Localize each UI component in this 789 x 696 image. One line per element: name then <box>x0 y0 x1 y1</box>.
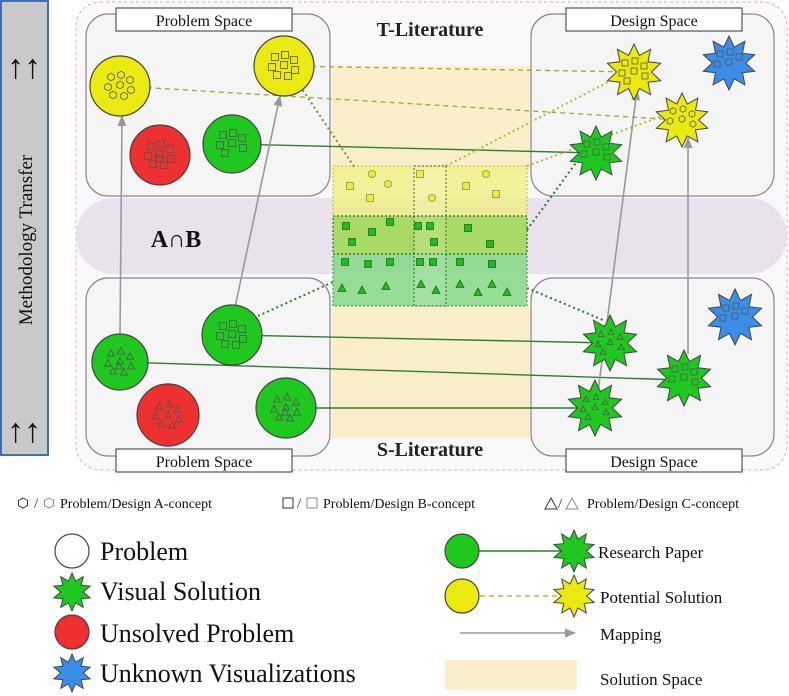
square-icon <box>306 497 318 509</box>
solution-star-green-1 <box>582 313 638 373</box>
problem-node-green-c-1 <box>91 333 149 391</box>
research-paper-circle-icon <box>444 533 480 569</box>
concept-c-label: Problem/Design C-concept <box>587 497 739 512</box>
research-paper-star-icon <box>552 528 596 574</box>
solution-space-top <box>332 66 530 172</box>
legend-unknown-visualizations-label: Unknown Visualizations <box>100 659 356 688</box>
unsolved-problem-legend-icon <box>54 614 90 650</box>
concept-grid <box>332 165 528 307</box>
legend: Problem Visual Solution Unsolved Problem… <box>52 528 723 694</box>
svg-text:Design Space: Design Space <box>610 13 698 30</box>
top-design-panel <box>530 13 775 197</box>
legend-potential-solution-label: Potential Solution <box>600 588 723 607</box>
intersection-label: A∩B <box>151 227 202 253</box>
solution-star-green-2 <box>656 348 712 408</box>
concept-b-label: Problem/Design B-concept <box>323 497 475 512</box>
s-literature-label: S-Literature <box>377 439 483 461</box>
bottom-design-title: Design Space <box>565 448 743 473</box>
svg-text:Problem Space: Problem Space <box>156 454 252 471</box>
problem-node-yellow-b <box>253 35 315 97</box>
square-icon <box>282 497 294 509</box>
legend-solution-space-label: Solution Space <box>600 670 702 689</box>
svg-text:/: / <box>34 496 39 512</box>
problem-legend-icon <box>54 533 90 569</box>
sidebar-label: Methodology Transfer <box>16 154 37 325</box>
legend-research-paper-label: Research Paper <box>598 543 704 562</box>
diagram-nodes <box>89 34 763 447</box>
problem-node-green-c-2 <box>255 377 317 439</box>
legend-unsolved-problem-label: Unsolved Problem <box>100 619 294 648</box>
concept-a-label: Problem/Design A-concept <box>60 497 212 512</box>
solution-star-yellow-1 <box>606 42 662 102</box>
potential-solution-circle-icon <box>444 578 480 614</box>
legend-visual-solution-label: Visual Solution <box>100 577 261 606</box>
unknown-star-top <box>702 34 756 92</box>
problem-node-green-b-2 <box>201 304 263 366</box>
problem-node-yellow-a <box>89 55 151 117</box>
legend-mapping-label: Mapping <box>600 625 662 644</box>
solution-star-green-3 <box>567 378 623 438</box>
top-problem-title: Problem Space <box>115 7 293 32</box>
svg-text:Design Space: Design Space <box>610 454 698 471</box>
potential-solution-star-icon <box>552 573 596 619</box>
legend-problem-label: Problem <box>100 537 188 566</box>
problem-node-red-sq-2 <box>136 383 200 447</box>
svg-text:Problem Space: Problem Space <box>156 13 252 30</box>
visual-solution-legend-icon <box>52 571 92 613</box>
sidebar-arrows-top: ↑↑ <box>7 49 41 86</box>
concept-legend: / Problem/Design A-concept / Problem/Des… <box>18 496 739 512</box>
triangle-icon <box>565 496 579 510</box>
svg-text:/: / <box>297 496 302 512</box>
unknown-star-bottom <box>707 287 763 347</box>
bottom-problem-title: Problem Space <box>115 448 293 473</box>
hexagon-icon <box>44 497 54 509</box>
hexagon-icon <box>18 497 28 509</box>
solution-star-green-top <box>569 124 623 182</box>
unknown-visualizations-legend-icon <box>52 652 92 694</box>
methodology-sidebar: ↑↑ Methodology Transfer ↑↑ <box>0 0 49 456</box>
triangle-icon <box>544 496 558 510</box>
svg-text:/: / <box>558 496 563 512</box>
t-literature-label: T-Literature <box>377 19 484 41</box>
problem-node-green-b <box>202 114 262 174</box>
sidebar-arrows-bottom: ↑↑ <box>7 413 41 450</box>
concept-grid-symbols <box>337 169 512 296</box>
solution-star-yellow-2 <box>655 91 709 149</box>
problem-node-red-b <box>129 124 191 186</box>
top-design-title: Design Space <box>565 7 743 32</box>
solution-space-legend-swatch <box>445 660 577 690</box>
